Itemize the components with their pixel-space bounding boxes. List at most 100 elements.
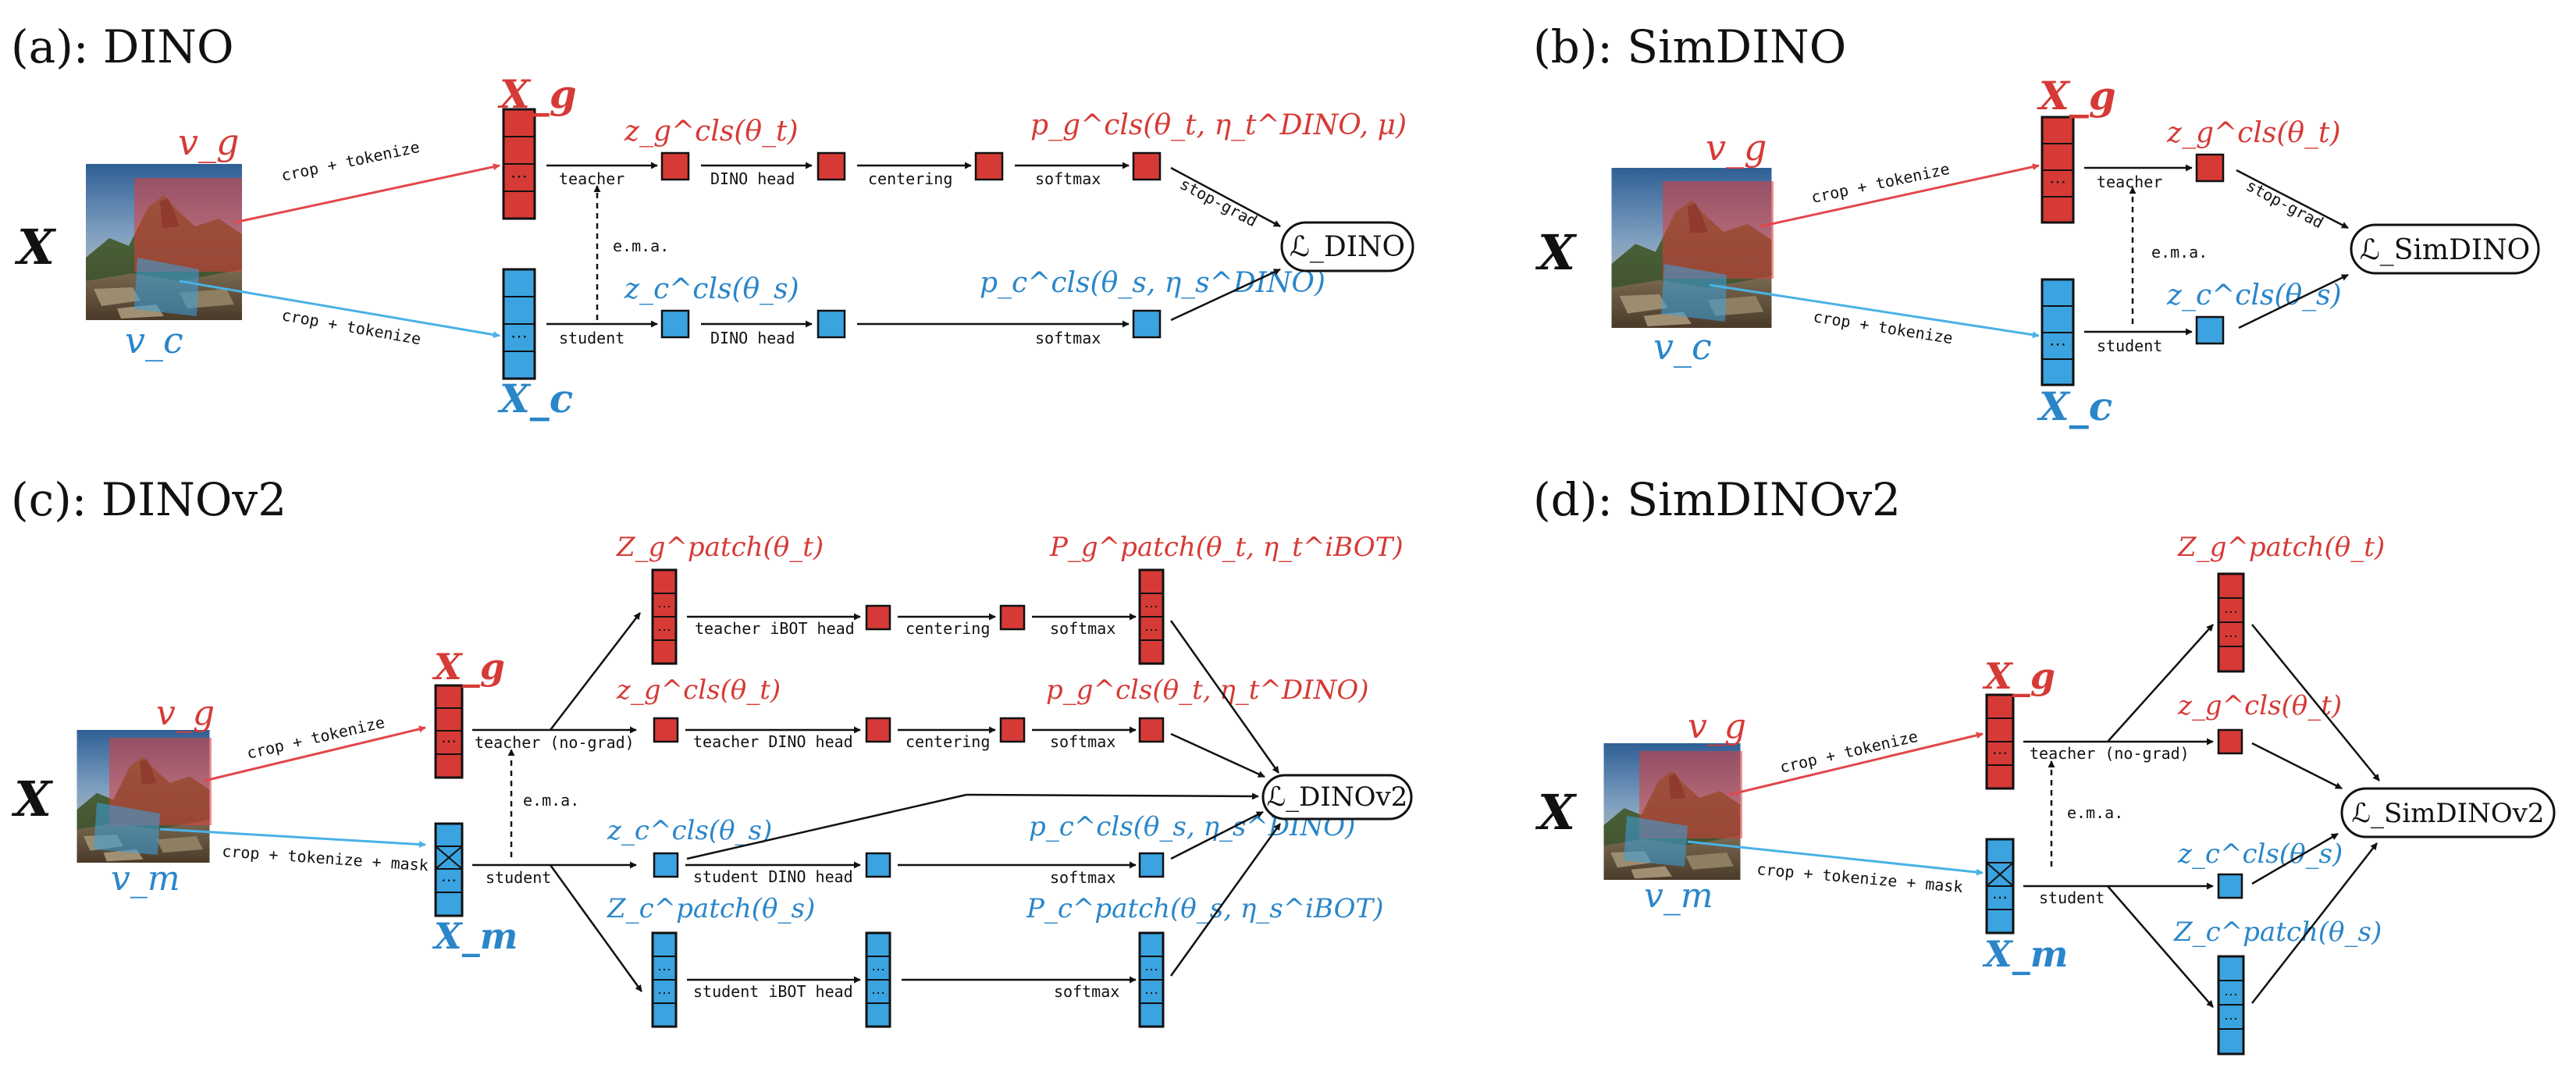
svg-text:⋯: ⋯ [2224, 987, 2238, 1003]
loss-node [2340, 787, 2556, 838]
loss-node [1280, 221, 1414, 272]
teacher-dino-head-label: DINO head [710, 169, 795, 188]
teacher-token-stack: ⋯ [502, 108, 536, 220]
teacher-cls-box [2195, 153, 2225, 183]
input-x-label: X [14, 219, 57, 276]
student-token-stack: ⋯ [502, 268, 536, 380]
softmax-label-teacher-patch: softmax [1050, 619, 1115, 638]
view-vg-label: v_g [1688, 707, 1746, 746]
student-patch-stack: ⋯ ⋯ [2217, 955, 2245, 1056]
ema-label: e.m.a. [2151, 243, 2208, 262]
student-ibot-head-label: student iBOT head [693, 982, 853, 1001]
stop-grad-label: stop-grad [2243, 176, 2327, 232]
crop-tokenize-label: crop + tokenize [1778, 727, 1920, 777]
ema-label: e.m.a. [523, 791, 579, 810]
p-teacher-cls-label: p_g^cls(θ_t, η_t^DINO) [1046, 675, 1369, 706]
panel-a-title: (a): DINO [11, 20, 234, 73]
z-teacher-cls-label: z_g^cls(θ_t) [2177, 690, 2342, 721]
teacher-cls-box [2217, 728, 2243, 755]
view-vc-label: v_c [125, 319, 183, 361]
student-cls-box [2217, 873, 2243, 899]
teacher-token-stack: ⋯ [1985, 693, 2015, 790]
Z-student-patch-label: Z_c^patch(θ_s) [2173, 917, 2382, 948]
ema-label: e.m.a. [2067, 803, 2123, 822]
centering-label: centering [868, 169, 952, 188]
crop-tokenize-mask-label: crop + tokenize + mask [1756, 860, 1964, 896]
student-softmax-label: softmax [1035, 329, 1101, 347]
view-vg-label: v_g [178, 121, 239, 163]
teacher-op-label: teacher [559, 169, 624, 188]
svg-text:⋯: ⋯ [2049, 173, 2066, 192]
student-token-stack: ⋯ [1985, 838, 2015, 934]
student-crop-region [134, 258, 199, 316]
softmax-label-student-cls: softmax [1050, 868, 1115, 887]
svg-text:⋯: ⋯ [2049, 335, 2066, 354]
teacher-nograd-label: teacher (no-grad) [2030, 744, 2190, 763]
Z-student-patch-label: Z_c^patch(θ_s) [607, 893, 815, 924]
student-dino-head-label: DINO head [710, 329, 795, 347]
svg-text:⋯: ⋯ [2224, 604, 2238, 621]
input-image [1611, 168, 1774, 328]
student-label: student [2039, 888, 2105, 907]
teacher-patch-stack: ⋯ ⋯ [2217, 572, 2245, 673]
svg-text:⋯: ⋯ [441, 870, 457, 889]
softmax-label-teacher-cls: softmax [1050, 732, 1115, 751]
svg-text:⋯: ⋯ [1144, 599, 1158, 615]
z-teacher-label: z_g^cls(θ_t) [2166, 117, 2341, 149]
input-image [76, 730, 212, 863]
P-student-patch-label: P_c^patch(θ_s, η_s^iBOT) [1026, 893, 1383, 924]
student-label: student [486, 868, 551, 887]
view-vm-label: v_m [1644, 876, 1713, 916]
student-dino-head-label: student DINO head [693, 867, 853, 886]
Z-teacher-patch-label: Z_g^patch(θ_t) [2177, 532, 2385, 563]
svg-text:⋯: ⋯ [1992, 743, 2008, 762]
teacher-op-label: teacher [2097, 173, 2162, 191]
student-ibot-stack: ⋯ ⋯ [865, 931, 891, 1028]
crop-tokenize-label-top: crop + tokenize [279, 137, 422, 185]
teacher-tokens-label: X_g [2037, 73, 2116, 119]
crop-arrow-student [179, 279, 500, 339]
loss-label: ℒ_SimDINO [2360, 234, 2530, 266]
student-prob-box [1132, 309, 1162, 339]
z-student-label: z_c^cls(θ_s) [624, 273, 799, 305]
panel-d-title: (d): SimDINOv2 [1533, 473, 1901, 526]
loss-node [1261, 774, 1413, 821]
Z-teacher-patch-label: Z_g^patch(θ_t) [616, 532, 824, 563]
view-vg-label: v_g [156, 693, 215, 733]
student-token-stack: ⋯ [434, 822, 464, 917]
panel-c-title: (c): DINOv2 [11, 473, 286, 526]
teacher-head-box [817, 151, 846, 181]
teacher-patch-stack: ⋯ ⋯ [651, 568, 678, 665]
view-vg-label: v_g [1706, 126, 1767, 169]
svg-text:⋯: ⋯ [871, 985, 885, 1002]
loss-label: ℒ_SimDINOv2 [2351, 798, 2544, 829]
student-crop-region [1661, 264, 1727, 322]
student-patch-stack: ⋯ ⋯ [651, 931, 678, 1028]
teacher-ibot-head-label: teacher iBOT head [695, 619, 855, 638]
student-op-label: student [2097, 336, 2162, 355]
student-cls-box [2195, 315, 2225, 345]
student-tokens-label: X_m [1982, 933, 2068, 975]
teacher-token-stack: ⋯ [434, 684, 464, 779]
view-vc-label: v_c [1653, 326, 1712, 368]
input-x-label: X [1535, 784, 1578, 841]
teacher-cls-box [660, 151, 690, 181]
teacher-nograd-label: teacher (no-grad) [475, 733, 635, 752]
crop-tokenize-label-bottom: crop + tokenize [280, 305, 422, 348]
svg-text:⋯: ⋯ [511, 167, 528, 187]
student-tokens-label: X_m [432, 915, 518, 957]
student-tokens-label: X_c [2037, 383, 2112, 429]
loss-label: ℒ_DINO [1290, 231, 1405, 263]
centering-label-cls: centering [906, 732, 990, 751]
student-patch-prob-stack: ⋯ ⋯ [1138, 931, 1165, 1028]
svg-text:⋯: ⋯ [1144, 985, 1158, 1002]
teacher-crop-region [1663, 181, 1774, 279]
panel-b-title: (b): SimDINO [1533, 20, 1846, 73]
p-student-label: p_c^cls(θ_s, η_s^DINO) [980, 267, 1325, 299]
crop-arrow-teacher [233, 163, 500, 224]
input-image [86, 164, 242, 320]
teacher-tokens-label: X_g [497, 71, 577, 117]
svg-text:⋯: ⋯ [2224, 1011, 2238, 1027]
svg-text:⋯: ⋯ [1992, 888, 2008, 906]
